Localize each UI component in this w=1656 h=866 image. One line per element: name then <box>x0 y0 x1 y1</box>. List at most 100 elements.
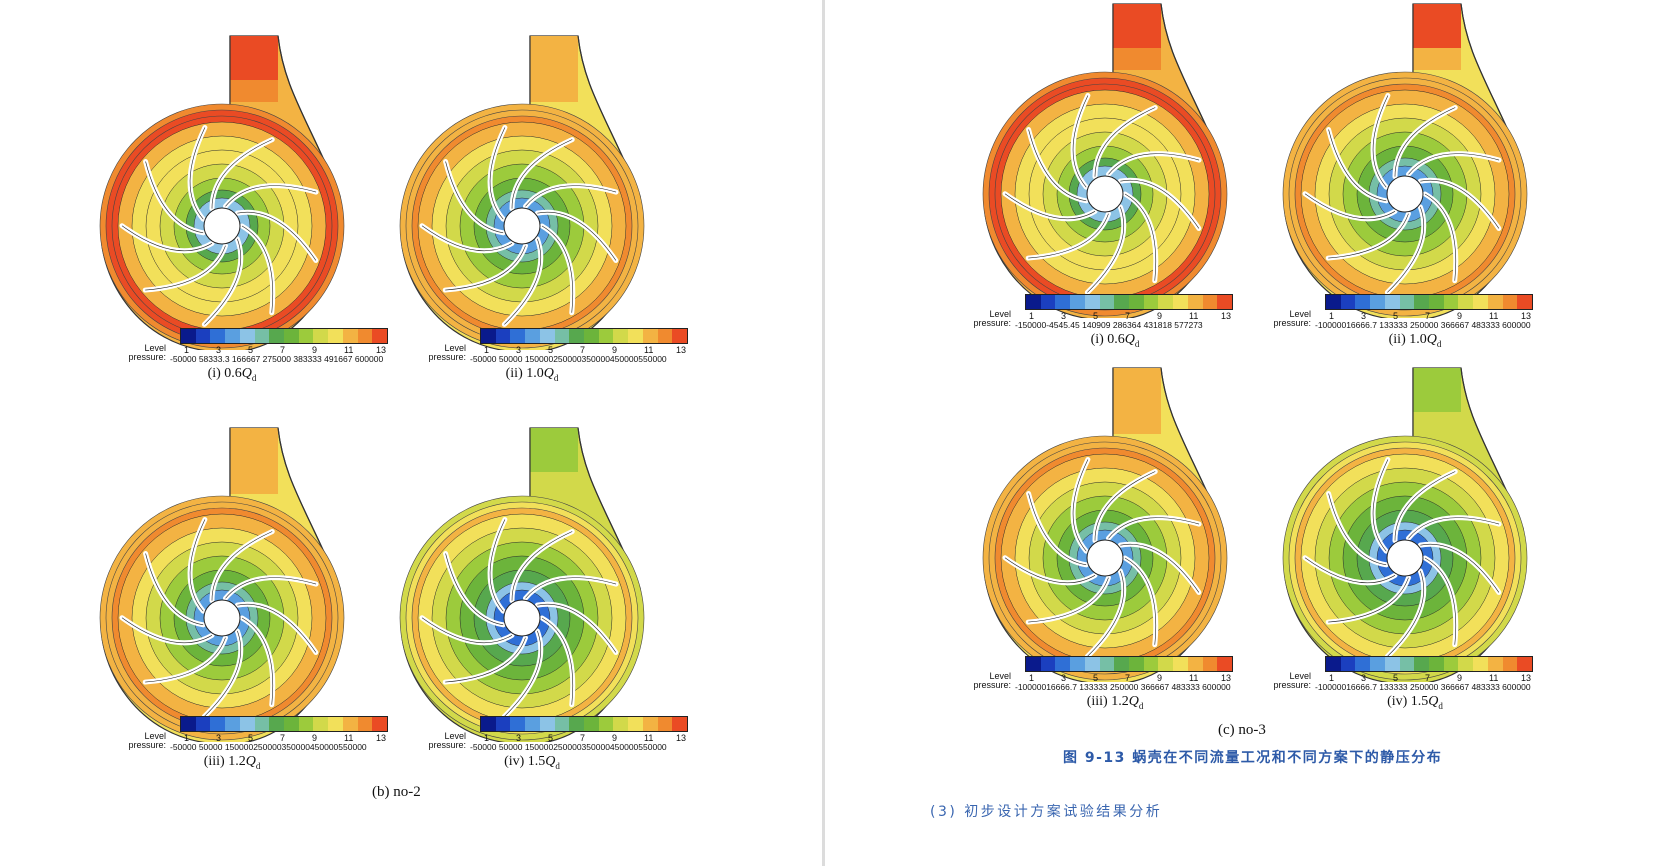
legend-level-number: 1 <box>484 733 490 743</box>
impeller-hub <box>503 207 541 245</box>
legend-level-number: 13 <box>1221 673 1232 683</box>
legend-color-swatch <box>269 717 285 731</box>
legend-color-swatch <box>569 329 585 343</box>
legend-color-swatch <box>181 329 196 343</box>
legend-level-number: 11 <box>1189 673 1199 683</box>
legend-color-swatch <box>1187 295 1203 309</box>
pressure-contour-plot <box>982 367 1228 682</box>
impeller-blade-edge <box>1072 459 1089 552</box>
legend-level-number: 9 <box>1157 311 1163 321</box>
legend-caption: Level pressure: <box>965 672 1011 690</box>
impeller-blade-edge <box>489 127 506 220</box>
impeller-hub <box>203 599 241 637</box>
legend-color-swatch <box>372 717 388 731</box>
legend-color-swatch <box>342 717 358 731</box>
impeller-blade-edge <box>541 617 574 705</box>
caption-subscript: d <box>1436 338 1442 349</box>
impeller-blade-edge <box>1424 193 1457 281</box>
legend-level-number: 9 <box>1457 673 1463 683</box>
impeller-blade-edge <box>121 225 213 252</box>
panel-caption: (iii) 1.2Qd <box>92 754 372 771</box>
impeller-blade-edge <box>145 637 226 683</box>
legend-color-swatch <box>672 717 688 731</box>
legend-color-swatch <box>1055 295 1071 309</box>
impeller-blade-edge <box>445 637 526 683</box>
legend-level-label: Level <box>444 343 466 353</box>
legend-level-number: 5 <box>248 345 254 355</box>
legend-color-swatch <box>1114 657 1130 671</box>
panel-caption: (iv) 1.5Qd <box>1275 694 1555 711</box>
caption-value: 1.0 <box>1409 332 1427 347</box>
legend-color-swatch <box>598 717 614 731</box>
legend-variable-label: pressure: <box>428 352 466 362</box>
outlet-pressure-band <box>1113 4 1161 26</box>
legend-level-label: Level <box>1289 671 1311 681</box>
legend-color-swatch <box>225 717 240 731</box>
impeller-blade-edge <box>1304 557 1396 584</box>
outlet-pressure-band <box>1413 26 1461 48</box>
legend-color-swatch <box>1173 295 1188 309</box>
legend-color-swatch <box>613 717 629 731</box>
legend-color-swatch <box>1414 295 1430 309</box>
legend-level-number: 7 <box>1125 673 1131 683</box>
legend-variable-label: pressure: <box>128 352 166 362</box>
legend-level-number: 13 <box>1521 673 1532 683</box>
panel-caption: (i) 0.6Qd <box>92 366 372 383</box>
outlet-pressure-band <box>1113 412 1161 434</box>
legend-color-swatch <box>1429 657 1444 671</box>
legend-level-number: 1 <box>484 345 490 355</box>
legend-level-number: 11 <box>1189 311 1199 321</box>
impeller-blade-edge <box>537 603 617 653</box>
impeller-blade-edge <box>189 127 206 220</box>
legend-color-swatch <box>328 329 343 343</box>
legend-level-label: Level <box>144 343 166 353</box>
impeller-blade-edge <box>1028 213 1109 259</box>
caption-prefix: (i) <box>207 366 225 381</box>
legend-color-swatch <box>1355 657 1371 671</box>
impeller-blade-edge <box>1328 577 1409 623</box>
caption-subscript: d <box>251 372 257 383</box>
outlet-pressure-band <box>230 58 278 80</box>
legend-level-number: 3 <box>1361 673 1367 683</box>
impeller-blade-edge <box>1408 517 1500 539</box>
caption-subscript: d <box>1438 700 1443 711</box>
caption-subscript: d <box>1138 700 1144 711</box>
legend-level-label: Level <box>444 731 466 741</box>
impeller-blade-edge <box>1424 557 1457 645</box>
caption-symbol: Q <box>245 754 256 769</box>
legend-color-swatch <box>1355 295 1371 309</box>
outlet-pressure-band <box>1413 368 1461 390</box>
caption-value: 0.6 <box>1107 332 1125 347</box>
legend-color-swatch <box>1202 657 1218 671</box>
legend-caption: Level pressure: <box>1265 310 1311 328</box>
legend-values: -50000 58333.3 166667 275000 383333 4916… <box>170 354 384 364</box>
caption-prefix: (iv) <box>1387 694 1411 709</box>
legend-color-swatch <box>342 329 358 343</box>
outlet-pressure-band <box>530 472 578 494</box>
legend-color-swatch <box>1040 295 1056 309</box>
panel-caption: (iv) 1.5Qd <box>392 754 672 771</box>
section-heading: (3) 初步设计方案试验结果分析 <box>930 804 1163 820</box>
legend-level-number: 9 <box>612 733 618 743</box>
impeller-blade-edge <box>1420 543 1500 593</box>
legend-color-swatch <box>1414 657 1430 671</box>
legend-color-swatch <box>1129 657 1144 671</box>
legend-color-swatch <box>1443 657 1459 671</box>
impeller-hub <box>1386 539 1424 577</box>
impeller-blade-edge <box>504 238 541 325</box>
outlet-pressure-band <box>530 36 578 58</box>
legend-color-swatch <box>1173 657 1188 671</box>
legend-level-label: Level <box>989 671 1011 681</box>
legend-level-number: 13 <box>376 345 387 355</box>
figure-title: 图 9-13 蜗壳在不同流量工况和不同方案下的静压分布 <box>1063 750 1443 766</box>
legend-color-swatch <box>628 329 643 343</box>
legend-values: -50000 50000 150000250000350000450000550… <box>170 742 367 752</box>
legend-values: -10000016666.7 133333 250000 366667 4833… <box>1315 682 1531 692</box>
legend-level-number: 3 <box>216 345 222 355</box>
legend-variable-label: pressure: <box>1273 318 1311 328</box>
impeller-blade-edge <box>537 211 617 261</box>
legend-variable-label: pressure: <box>973 680 1011 690</box>
